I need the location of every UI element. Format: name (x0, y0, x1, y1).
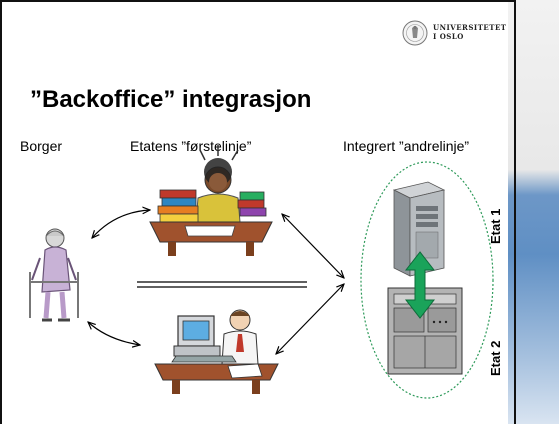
agency-label-etat-2: Etat 2 (488, 340, 503, 376)
column-header-frontline: Etatens ”førstelinje” (130, 138, 252, 154)
slide-title: ”Backoffice” integrasjon (30, 86, 312, 113)
agency-label-etat-1: Etat 1 (488, 208, 503, 244)
university-name-line1: UNIVERSITETET (433, 23, 507, 32)
university-name-line2: I OSLO (433, 32, 464, 41)
frontline-worker-papers-icon (149, 145, 273, 256)
arrow-citizen-to-frontline-1 (92, 210, 150, 238)
arrow-frontline1-to-backoffice (282, 214, 344, 278)
data-exchange-arrow-icon (404, 251, 436, 319)
elderly-citizen-icon (29, 228, 79, 322)
arrow-frontline2-to-backoffice (276, 284, 344, 354)
frame-top-edge (0, 0, 516, 2)
column-header-citizen: Borger (20, 138, 63, 154)
university-seal-icon (402, 20, 428, 46)
integrated-backline-ellipse (360, 161, 494, 399)
frame-right-edge (514, 0, 516, 424)
frame-left-edge (0, 0, 2, 424)
column-header-backline: Integrert ”andrelinje” (343, 138, 470, 154)
frontline-worker-computer-icon (154, 309, 279, 394)
decorative-side-stripe (508, 0, 559, 424)
university-name: UNIVERSITETET I OSLO (433, 23, 507, 41)
arrow-citizen-to-frontline-2 (88, 322, 140, 345)
